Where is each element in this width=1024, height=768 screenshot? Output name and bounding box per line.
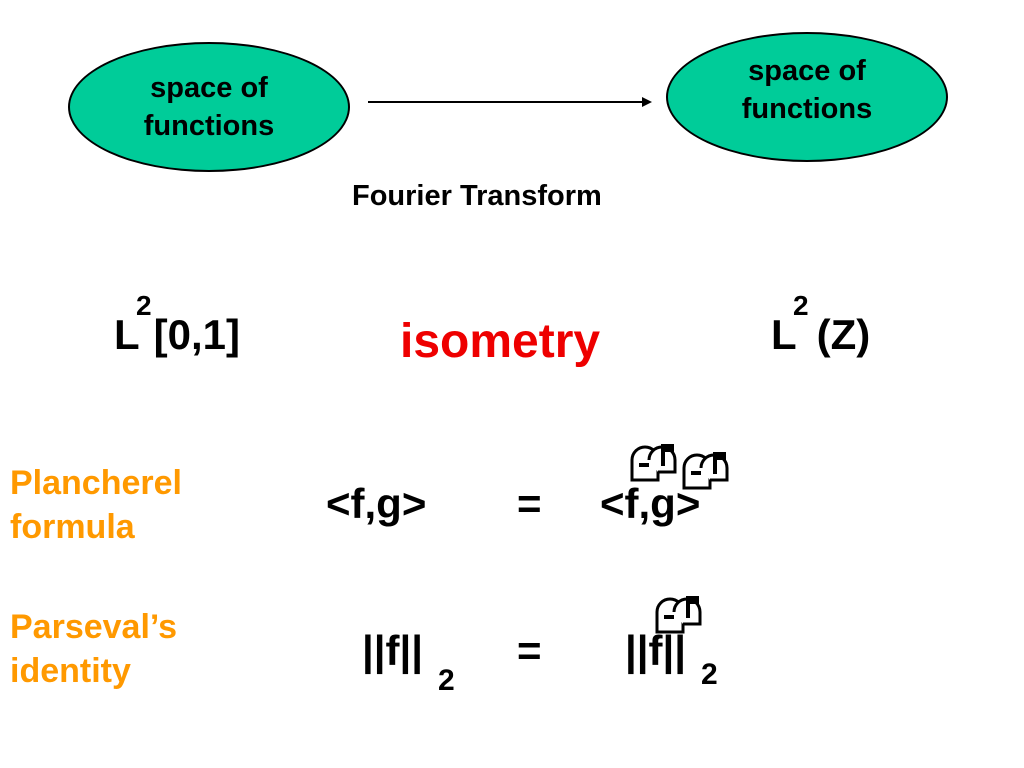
right-space-line1: space of bbox=[748, 55, 866, 87]
plancherel-label-line1: Plancherel bbox=[10, 464, 182, 502]
left-space-formula: L [0,1] 2 bbox=[114, 292, 241, 358]
right-space-line2: functions bbox=[741, 93, 873, 125]
left-space-line1: space of bbox=[150, 72, 268, 104]
parseval-lhs: ||f|| 2 bbox=[362, 627, 455, 696]
right-space-formula: L (Z) 2 bbox=[771, 292, 871, 358]
right-space-exponent: 2 bbox=[793, 290, 809, 321]
mailbox-icon bbox=[655, 596, 702, 634]
transform-arrow bbox=[368, 97, 652, 107]
parseval-rhs-subscript: 2 bbox=[701, 658, 718, 691]
plancherel-equals: = bbox=[517, 480, 542, 527]
parseval-rhs-norm: ||f|| bbox=[625, 627, 686, 674]
left-space-node: space of functions bbox=[68, 42, 350, 172]
parseval-rhs: ||f|| 2 bbox=[625, 627, 718, 690]
plancherel-label: Plancherel formula bbox=[10, 461, 182, 549]
parseval-label-line2: identity bbox=[10, 652, 131, 690]
left-space-exponent: 2 bbox=[136, 290, 152, 321]
left-space-line2: functions bbox=[143, 110, 275, 142]
parseval-label: Parseval’s identity bbox=[10, 605, 177, 693]
mailbox-icon bbox=[630, 444, 677, 482]
parseval-equals: = bbox=[517, 627, 542, 674]
parseval-lhs-subscript: 2 bbox=[438, 664, 455, 697]
transform-label: Fourier Transform bbox=[352, 180, 602, 212]
right-space-node: space of functions bbox=[666, 32, 948, 162]
left-space-base: L bbox=[114, 311, 140, 358]
right-space-base: L bbox=[771, 311, 797, 358]
plancherel-lhs: <f,g> bbox=[326, 480, 427, 527]
right-space-domain: (Z) bbox=[816, 311, 871, 358]
parseval-label-line1: Parseval’s bbox=[10, 608, 177, 646]
mailbox-icon bbox=[682, 452, 729, 490]
isometry-label: isometry bbox=[400, 315, 601, 368]
plancherel-label-line2: formula bbox=[10, 508, 135, 546]
left-space-domain: [0,1] bbox=[153, 311, 241, 358]
parseval-lhs-norm: ||f|| bbox=[362, 627, 423, 674]
